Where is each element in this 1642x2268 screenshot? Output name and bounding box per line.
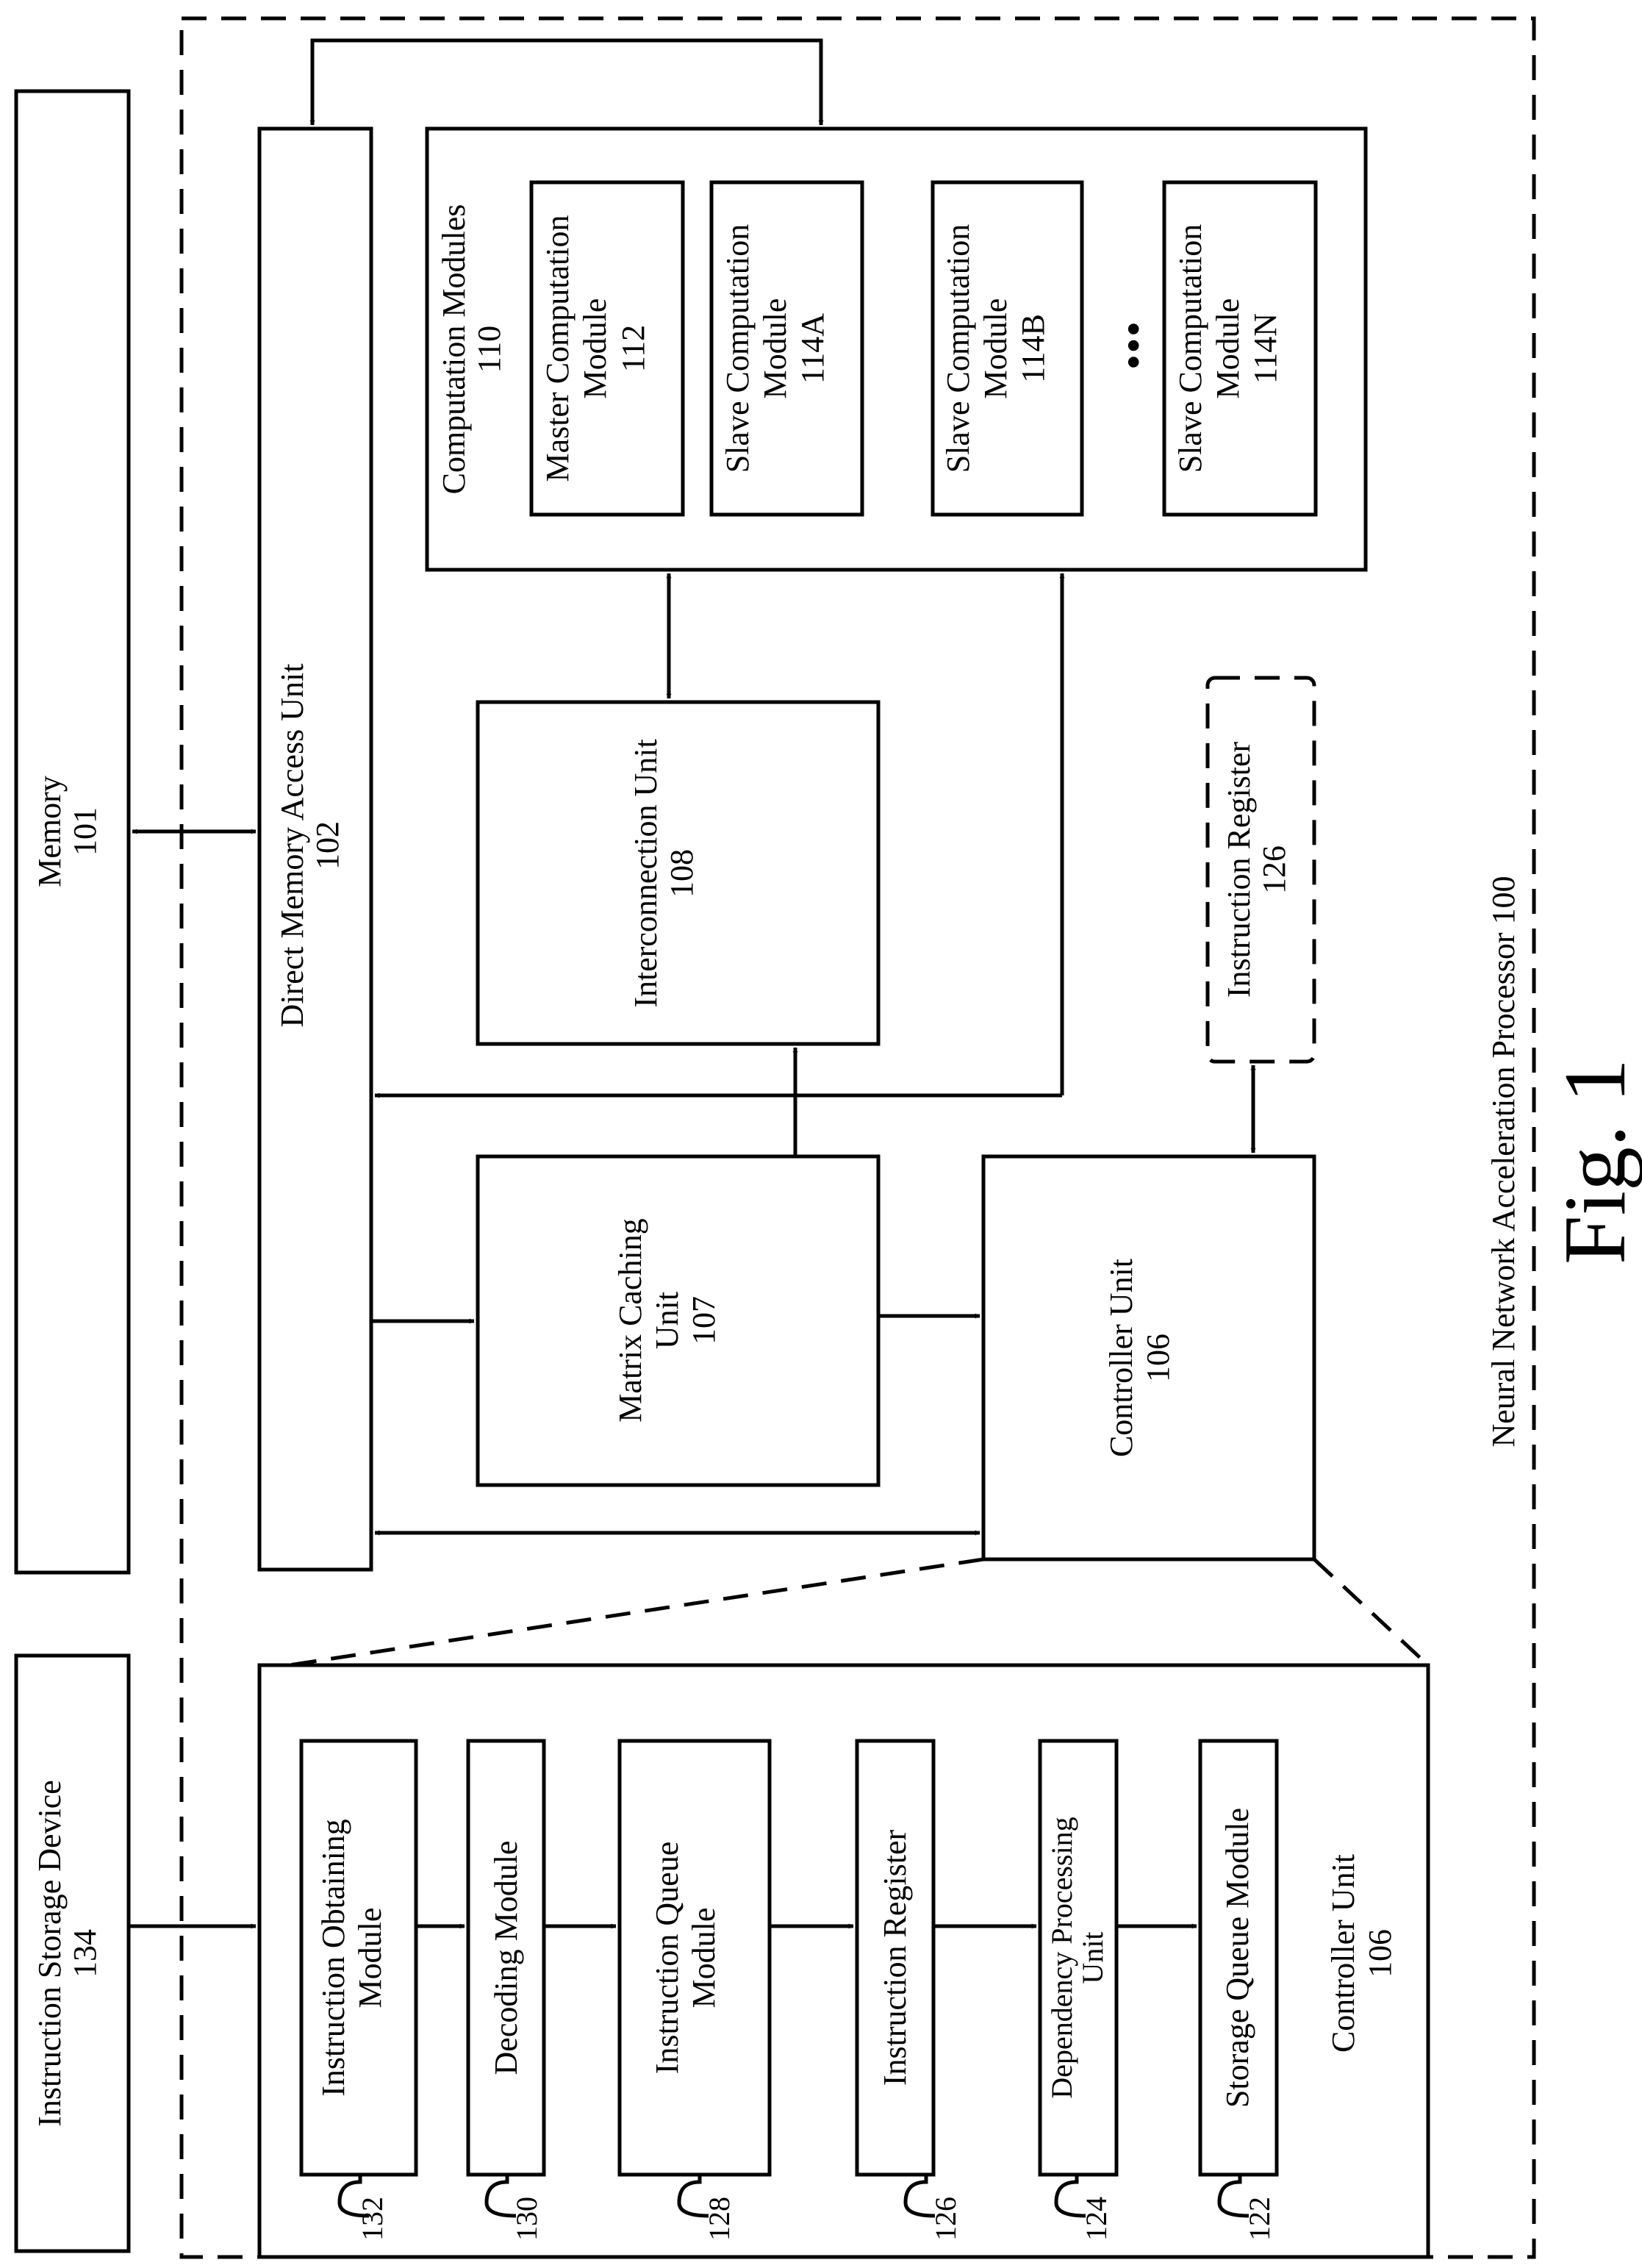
zoom-line-left xyxy=(289,1559,983,1665)
controller-unit-label: Controller Unit xyxy=(1103,1259,1139,1457)
svg-text:Unit: Unit xyxy=(1076,1931,1109,1983)
slave-computation-module-b: Slave Computation Module 114B xyxy=(933,182,1082,515)
processor-label: Neural Network Acceleration Processor 10… xyxy=(1485,876,1521,1447)
matrix-caching-unit-block: Matrix Caching Unit 107 xyxy=(478,1156,878,1485)
interconnection-unit-block: Interconnection Unit 108 xyxy=(478,702,878,1044)
master-computation-module: Master Computation Module 112 xyxy=(531,182,683,515)
svg-text:124: 124 xyxy=(1080,2197,1113,2241)
computation-modules-block: Computation Modules 110 Master Computati… xyxy=(427,129,1366,570)
memory-number: 101 xyxy=(67,807,103,856)
storage-queue-module: Storage Queue Module 122 xyxy=(1200,1741,1277,2241)
svg-text:Slave Computation: Slave Computation xyxy=(940,224,976,473)
svg-text:Instruction Obtaining: Instruction Obtaining xyxy=(315,1819,351,2097)
svg-text:122: 122 xyxy=(1243,2197,1276,2241)
svg-text:Dependency Processing: Dependency Processing xyxy=(1045,1817,1078,2098)
svg-text:Module: Module xyxy=(686,1908,722,2008)
svg-text:Module: Module xyxy=(352,1908,388,2008)
instruction-storage-device-label: Instruction Storage Device xyxy=(32,1780,68,2127)
instruction-register-number: 126 xyxy=(1256,845,1292,894)
instruction-obtaining-module: Instruction Obtaining Module 132 xyxy=(301,1741,416,2241)
svg-text:128: 128 xyxy=(703,2197,736,2241)
interconnection-unit-label: Interconnection Unit xyxy=(628,739,664,1007)
controller-unit-block: Controller Unit 106 xyxy=(983,1156,1314,1559)
controller-detail-number: 106 xyxy=(1362,1929,1398,1978)
decoding-module: Decoding Module 130 xyxy=(468,1741,544,2241)
svg-text:107: 107 xyxy=(686,1296,722,1345)
figure-caption: Fig. 1 xyxy=(1546,1059,1642,1264)
svg-text:Module: Module xyxy=(577,298,613,399)
svg-text:Unit: Unit xyxy=(649,1292,685,1349)
controller-detail-title: Controller Unit xyxy=(1325,1854,1361,2053)
dma-unit-block: Direct Memory Access Unit 102 xyxy=(259,129,371,1570)
zoom-line-right xyxy=(1314,1559,1428,1665)
svg-text:Instruction Register: Instruction Register xyxy=(877,1830,913,2086)
svg-text:Module: Module xyxy=(757,298,793,399)
svg-text:112: 112 xyxy=(615,325,651,372)
computation-modules-number: 110 xyxy=(471,326,507,373)
computation-modules-title: Computation Modules xyxy=(436,204,472,495)
svg-text:Slave Computation: Slave Computation xyxy=(1172,224,1208,473)
svg-text:Decoding Module: Decoding Module xyxy=(488,1841,524,2075)
svg-text:Instruction Queue: Instruction Queue xyxy=(649,1842,685,2074)
controller-unit-number: 106 xyxy=(1140,1334,1176,1382)
svg-text:Storage Queue Module: Storage Queue Module xyxy=(1219,1808,1255,2108)
svg-text:114A: 114A xyxy=(795,313,831,384)
dma-unit-label: Direct Memory Access Unit xyxy=(274,664,310,1028)
svg-text:130: 130 xyxy=(510,2197,543,2241)
svg-text:Slave Computation: Slave Computation xyxy=(720,224,756,473)
svg-text:132: 132 xyxy=(356,2197,389,2241)
instruction-storage-device-number: 134 xyxy=(67,1929,103,1978)
svg-text:114N: 114N xyxy=(1247,313,1283,384)
svg-text:Module: Module xyxy=(978,298,1014,399)
dma-computation-loop-arrow xyxy=(312,40,821,125)
instruction-register-block: Instruction Register 126 xyxy=(1208,678,1314,1062)
interconnection-unit-number: 108 xyxy=(664,849,700,898)
svg-text:Matrix Caching: Matrix Caching xyxy=(612,1218,648,1422)
memory-block: Memory 101 xyxy=(16,91,129,1573)
instruction-register-label: Instruction Register xyxy=(1221,742,1257,998)
dma-unit-number: 102 xyxy=(309,821,345,870)
instruction-queue-module: Instruction Queue Module 128 xyxy=(620,1741,770,2241)
svg-text:126: 126 xyxy=(929,2197,962,2241)
modules-ellipsis: ... xyxy=(1080,321,1152,371)
slave-computation-module-a: Slave Computation Module 114A xyxy=(711,182,862,515)
controller-detail-block: Controller Unit 106 Instruction Obtainin… xyxy=(259,1559,1428,2257)
svg-text:114B: 114B xyxy=(1015,314,1051,383)
slave-computation-module-n: Slave Computation Module 114N xyxy=(1164,182,1316,515)
svg-text:Module: Module xyxy=(1210,298,1246,399)
memory-label: Memory xyxy=(32,776,68,887)
instruction-storage-device-block: Instruction Storage Device 134 xyxy=(16,1656,129,2251)
svg-text:Master Computation: Master Computation xyxy=(539,215,576,482)
dependency-processing-unit: Dependency Processing Unit 124 xyxy=(1040,1741,1116,2241)
